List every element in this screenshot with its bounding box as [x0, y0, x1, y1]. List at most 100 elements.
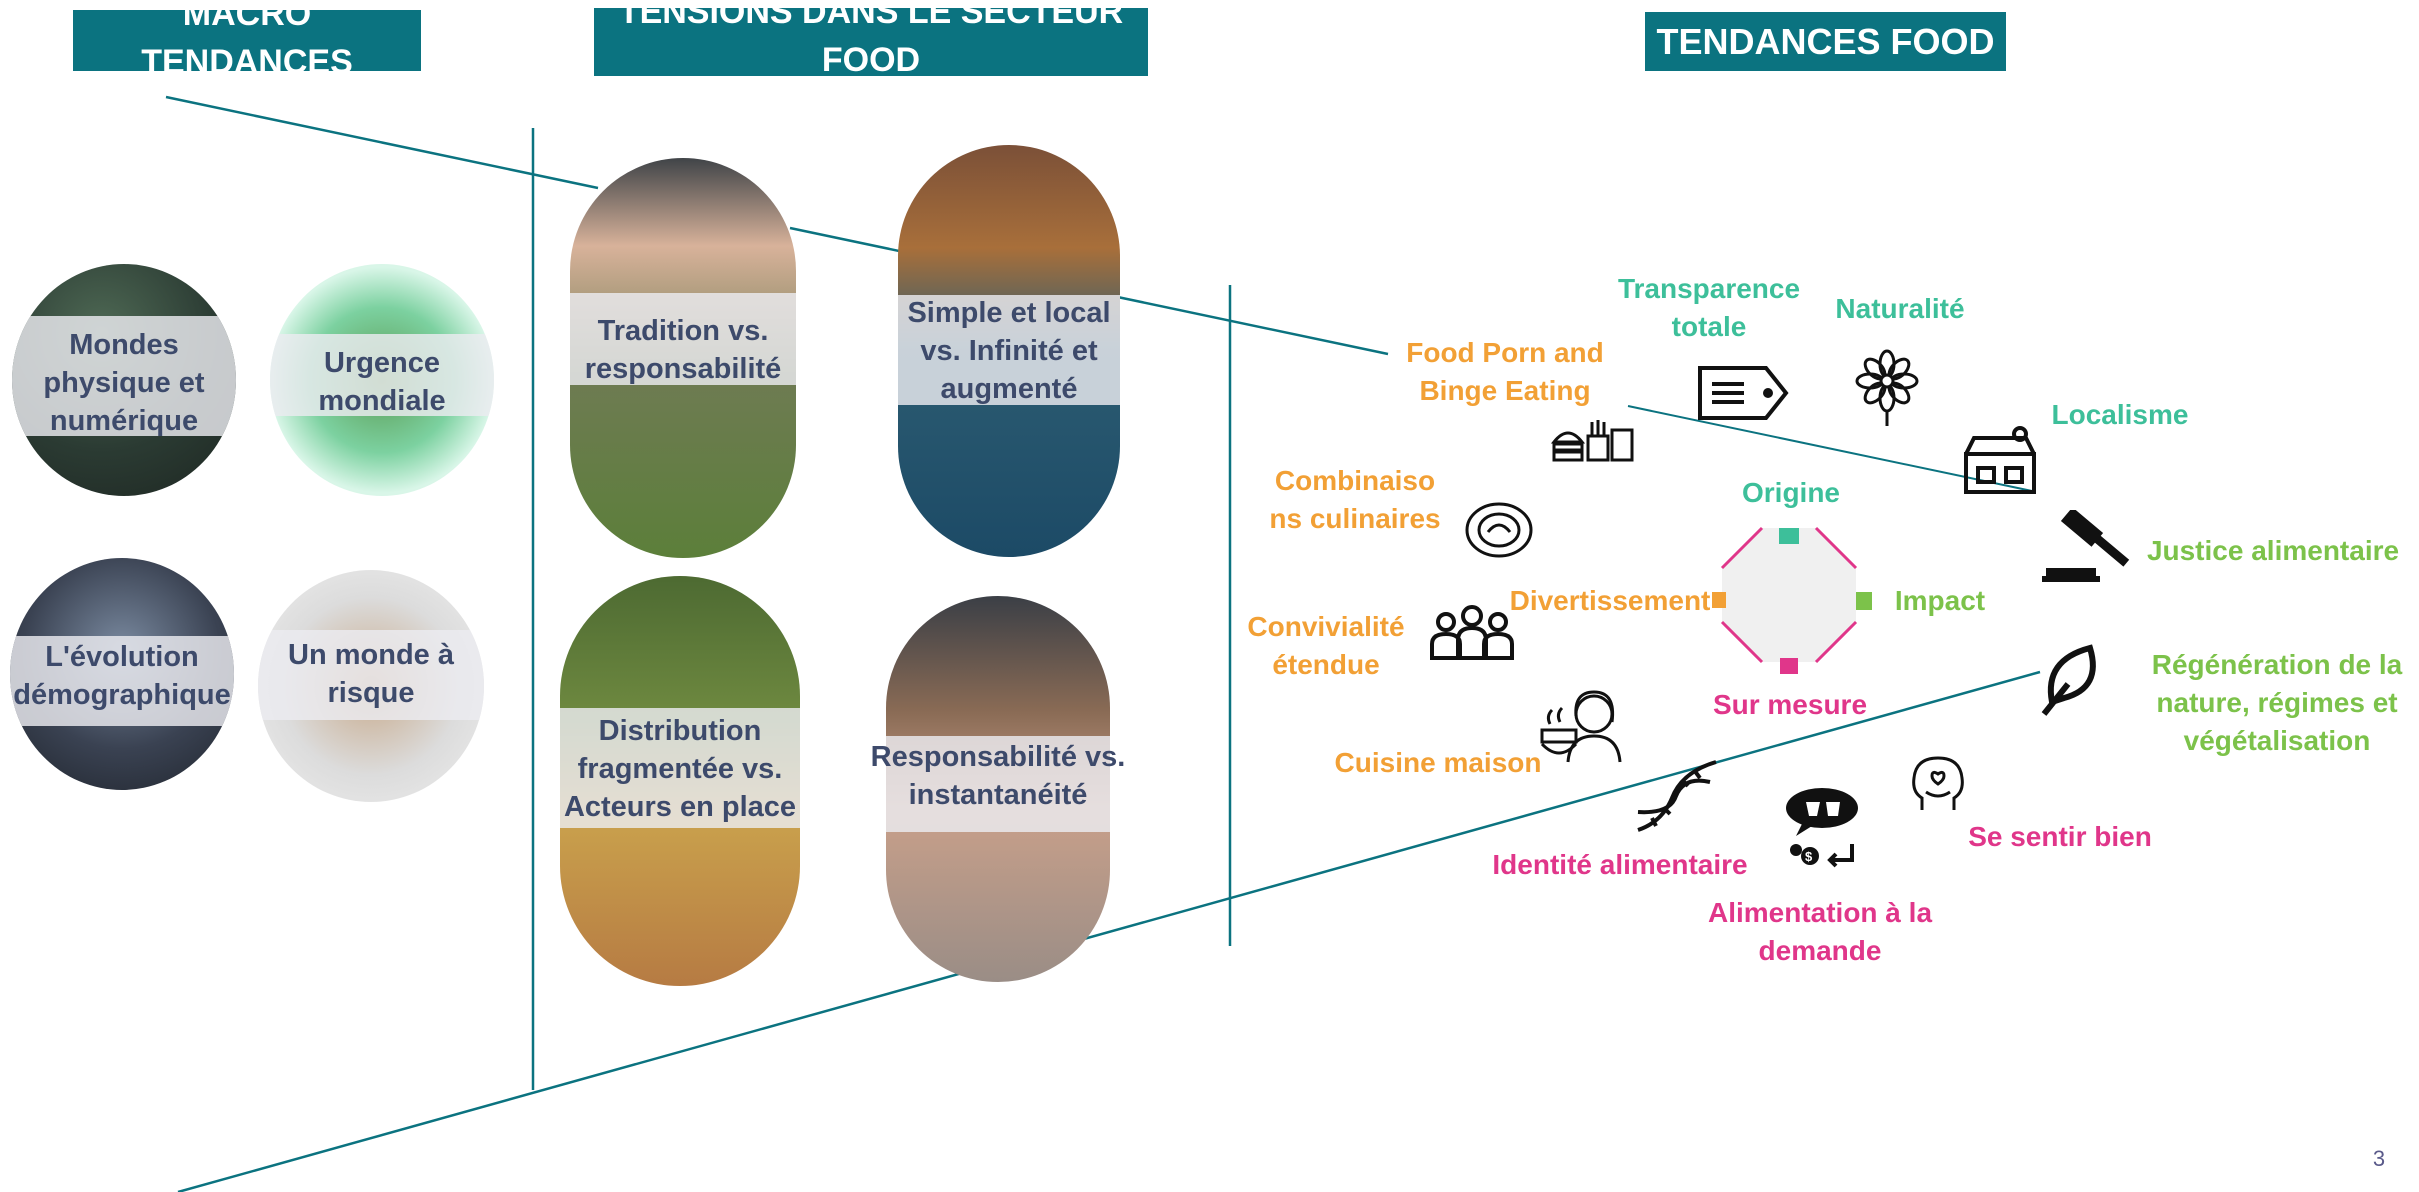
label-line: Tradition vs. [597, 315, 769, 347]
label-line: instantanéité [908, 779, 1088, 811]
octagon-edge [1814, 526, 1858, 570]
label-se-sentir: Se sentir bien [1968, 821, 2152, 852]
label-food-porn: Food Porn and Binge Eating [1390, 334, 1620, 410]
label-line: étendue [1272, 649, 1380, 680]
label-line: Food Porn and [1406, 337, 1604, 368]
header-macro-tendances: MACRO TENDANCES [73, 10, 421, 71]
text-band [10, 636, 234, 726]
page-number: 3 [2372, 1146, 2386, 1171]
octagon-edge [1720, 526, 1764, 570]
label-convivialite: Convivialité étendue [1236, 608, 1416, 684]
text-band [258, 630, 484, 720]
leaf-icon [2041, 644, 2096, 716]
macro-circle-evolution [10, 558, 234, 790]
label-line: responsabilité [584, 353, 782, 385]
tension-circle-tradition [570, 158, 796, 558]
label-impact: Impact [1894, 585, 1986, 616]
label-line: L'évolution [45, 641, 199, 673]
label-line: vs. Infinité et [920, 335, 1098, 367]
text-band [12, 316, 236, 436]
label-line: Convivialité [1247, 611, 1405, 642]
divertissement-marker [1712, 592, 1726, 608]
label-line: Mondes [69, 329, 179, 361]
market-stall-icon [1964, 426, 2036, 494]
label-localisme: Localisme [2051, 399, 2189, 430]
header-macro-line2: TENDANCES [141, 43, 353, 71]
label-cuisine-maison: Cuisine maison [1334, 747, 1542, 778]
tension-label-simple: Simple et local vs. Infinité et augmenté [880, 294, 1138, 408]
label-line: démographique [13, 679, 231, 711]
macro-circle-urgence [270, 264, 494, 496]
octagon-edge [1720, 620, 1764, 664]
label-line: Un monde à [288, 639, 454, 671]
judge-gavel-icon [2042, 510, 2130, 582]
label-line: Simple et local [907, 297, 1111, 329]
macro-circle-risque [258, 570, 484, 802]
plate-icon [1465, 502, 1533, 558]
label-line: végétalisation [2183, 725, 2371, 756]
label-line: Binge Eating [1419, 375, 1591, 406]
tension-label-responsabilite: Responsabilité vs. instantanéité [860, 738, 1136, 814]
macro-circle-mondes [12, 264, 236, 496]
connector-line [177, 670, 2041, 1192]
label-line: demande [1758, 935, 1882, 966]
sur-mesure-marker [1780, 658, 1798, 674]
group-people-icon [1430, 605, 1514, 660]
burger-fries-icon [1550, 420, 1634, 462]
text-band [886, 736, 1110, 832]
label-line: nature, régimes et [2156, 687, 2398, 718]
label-line: risque [327, 677, 415, 709]
dna-icon [1637, 760, 1717, 832]
tension-label-tradition: Tradition vs. responsabilité [560, 312, 806, 388]
central-octagon [1720, 526, 1858, 664]
label-line: Urgence [323, 347, 441, 379]
label-regeneration: Régénération de la nature, régimes et vé… [2142, 646, 2412, 760]
food-delivery-icon: $ [1786, 788, 1858, 868]
price-tag-icon [1698, 366, 1789, 420]
impact-marker [1856, 592, 1872, 610]
label-origine: Origine [1741, 477, 1840, 508]
header-tensions: TENSIONS DANS LE SECTEUR FOOD [594, 8, 1148, 76]
label-identite: Identité alimentaire [1492, 849, 1748, 880]
header-tensions-line2: FOOD [821, 41, 921, 76]
tension-circle-responsabilite [886, 596, 1110, 982]
label-line: totale [1671, 311, 1747, 342]
label-line: fragmentée vs. [577, 753, 783, 785]
label-line: Distribution [598, 715, 762, 747]
text-band [570, 293, 796, 385]
label-combinaisons: Combinaiso ns culinaires [1262, 462, 1448, 538]
label-divertissement: Divertissement [1509, 585, 1711, 616]
text-band [560, 708, 800, 828]
label-line: Responsabilité vs. [870, 741, 1126, 773]
label-line: Acteurs en place [563, 791, 797, 823]
octagon-edge [1814, 620, 1858, 664]
label-line: mondiale [318, 385, 446, 417]
octagon-fill [1722, 528, 1856, 662]
origine-marker [1779, 528, 1799, 544]
label-transparence: Transparence totale [1604, 270, 1814, 346]
label-line: physique et [43, 367, 205, 399]
label-line: Alimentation à la [1707, 897, 1933, 928]
text-band [270, 334, 494, 416]
flower-icon [1855, 349, 1919, 426]
macro-label-mondes: Mondes physique et numérique [12, 326, 236, 440]
text-band [898, 295, 1120, 405]
connector-line [165, 95, 599, 190]
header-tendances-food: TENDANCES FOOD [1645, 12, 2006, 71]
tension-circle-simple [898, 145, 1120, 557]
header-macro-line1: MACRO [182, 10, 312, 33]
label-justice: Justice alimentaire [2146, 535, 2400, 566]
label-line: numérique [49, 405, 199, 437]
svg-text:$: $ [1805, 849, 1813, 864]
header-tensions-line1: TENSIONS DANS LE SECTEUR [618, 8, 1124, 31]
label-naturalite: Naturalité [1835, 293, 1965, 324]
header-food-text: TENDANCES FOOD [1656, 21, 1995, 62]
label-alimentation: Alimentation à la demande [1688, 894, 1952, 970]
happy-head-icon [1912, 756, 1964, 810]
macro-label-risque: Un monde à risque [258, 636, 484, 712]
chef-woman-icon [1540, 690, 1622, 763]
label-line: ns culinaires [1269, 503, 1441, 534]
tension-label-distribution: Distribution fragmentée vs. Acteurs en p… [540, 712, 820, 826]
label-line: Régénération de la [2151, 649, 2403, 680]
label-line: Combinaiso [1274, 465, 1436, 496]
